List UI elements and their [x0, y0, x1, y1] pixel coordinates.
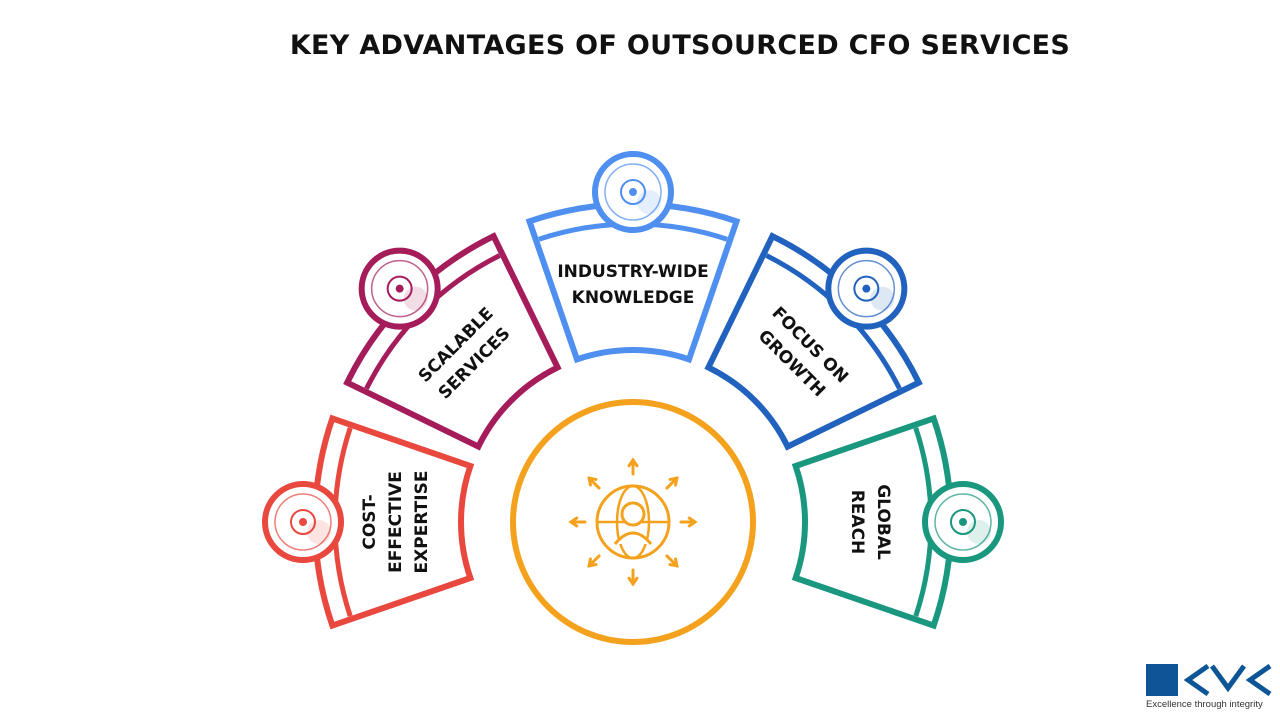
segment-label: INDUSTRY-WIDE KNOWLEDGE: [557, 262, 708, 308]
network-globe-icon: [922, 481, 1004, 563]
segment-label-line: KNOWLEDGE: [572, 288, 695, 308]
logo-mark: [1146, 664, 1274, 696]
page-title: KEY ADVANTAGES OF OUTSOURCED CFO SERVICE…: [289, 30, 1071, 61]
segment-label-line: EXPERTISE: [412, 471, 432, 574]
segment-label-line: COST-: [360, 494, 380, 549]
lightbulb-icon: [592, 151, 674, 233]
segment-label: COST- EFFECTIVE EXPERTISE: [360, 471, 432, 574]
center-hub: [510, 399, 756, 645]
segment-shape: [791, 414, 954, 630]
segment-shape: [312, 414, 475, 630]
segment-global-reach: GLOBAL REACH: [791, 414, 1004, 630]
logo-kmk-letters: [1183, 664, 1272, 696]
segment-label-line: INDUSTRY-WIDE: [557, 262, 708, 282]
segment-label-line: REACH: [847, 490, 867, 555]
segment-label: GLOBAL REACH: [847, 484, 893, 560]
segment-shape: [704, 232, 923, 451]
segment-scalable-services: SCALABLESERVICES: [343, 232, 562, 451]
globe-person-arrows-icon: [568, 457, 698, 587]
dollar-cycle-icon: [262, 481, 344, 563]
segment-shape: [343, 232, 562, 451]
segment-shape: [525, 201, 741, 364]
segment-industry-wide-knowledge: INDUSTRY-WIDE KNOWLEDGE: [525, 151, 741, 364]
kmk-logo: Excellence through integrity: [1146, 664, 1274, 710]
growth-cycle-icon: [825, 247, 908, 330]
segment-cost-effective-expertise: COST- EFFECTIVE EXPERTISE: [262, 414, 475, 630]
segment-label-line: EFFECTIVE: [386, 471, 406, 573]
segment-label-line: GLOBAL: [873, 484, 893, 560]
logo-tagline: Excellence through integrity: [1146, 699, 1263, 710]
logo-square: [1146, 664, 1178, 696]
segment-focus-on-growth: FOCUS ONGROWTH: [704, 232, 923, 451]
lightbulb-arrows-icon: [358, 247, 441, 330]
